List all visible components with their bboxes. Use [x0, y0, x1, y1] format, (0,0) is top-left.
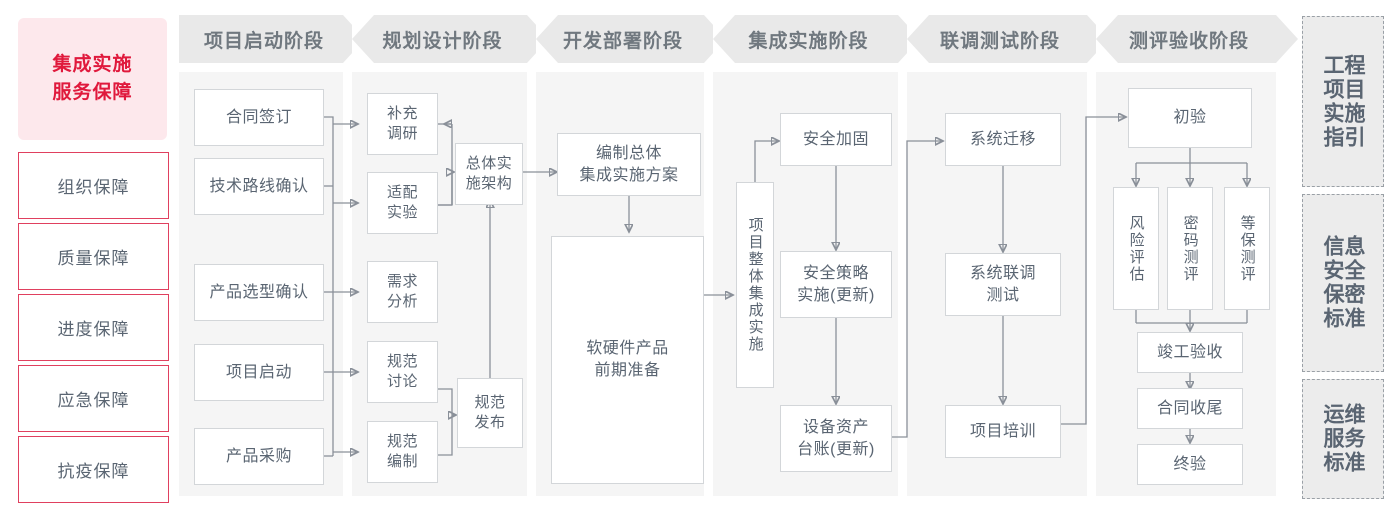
standard-col-left-2: 信安保标: [1321, 235, 1344, 331]
node-contract-signing[interactable]: 合同签订: [194, 89, 324, 146]
node-risk-assessment[interactable]: 风险评估: [1113, 187, 1159, 310]
node-spec-drafting[interactable]: 规范编制: [367, 421, 438, 483]
stage-header-4[interactable]: 集成实施阶段: [713, 15, 898, 63]
stage-header-5[interactable]: 联调测试阶段: [907, 15, 1087, 63]
node-spec-discussion[interactable]: 规范讨论: [367, 341, 438, 403]
guarantee-item-quality[interactable]: 质量保障: [18, 223, 169, 290]
lead-title-line-2: 服务保障: [52, 82, 133, 103]
node-draft-overall-integration-plan[interactable]: 编制总体集成实施方案: [557, 133, 701, 196]
guarantee-item-epidemic[interactable]: 抗疫保障: [18, 436, 169, 503]
stage-header-2-label: 规划设计阶段: [382, 30, 503, 52]
node-cryptography-evaluation[interactable]: 密码测评: [1167, 187, 1213, 310]
node-tech-route-confirm[interactable]: 技术路线确认: [194, 158, 324, 215]
stage-header-2[interactable]: 规划设计阶段: [352, 15, 527, 63]
node-mlps-evaluation[interactable]: 等保测评: [1224, 187, 1270, 310]
guarantee-item-emergency[interactable]: 应急保障: [18, 365, 169, 432]
standard-box-ops-service[interactable]: 维务准 运服标: [1302, 379, 1384, 499]
stage-header-5-label: 联调测试阶段: [939, 30, 1060, 52]
node-system-joint-debug-test[interactable]: 系统联调测试: [945, 253, 1061, 316]
standard-col-left-3: 运服标: [1321, 403, 1344, 475]
stage-header-6[interactable]: 测评验收阶段: [1096, 15, 1276, 63]
node-overall-implementation-architecture[interactable]: 总体实施架构: [455, 143, 523, 205]
node-security-hardening[interactable]: 安全加固: [780, 113, 892, 166]
node-overall-project-integration[interactable]: 项目整体集成实施: [736, 182, 774, 388]
standard-box-engineering-guideline[interactable]: 程目施引 工项实指: [1302, 16, 1384, 187]
guarantee-item-schedule[interactable]: 进度保障: [18, 294, 169, 361]
lead-title-line-1: 集成实施: [52, 54, 133, 76]
node-security-policy-implementation[interactable]: 安全策略实施(更新): [780, 251, 892, 318]
node-contract-closeout[interactable]: 合同收尾: [1137, 388, 1243, 429]
stage-header-1[interactable]: 项目启动阶段: [179, 15, 343, 63]
stage-header-3[interactable]: 开发部署阶段: [536, 15, 704, 63]
node-final-acceptance[interactable]: 终验: [1137, 444, 1243, 485]
stage-header-3-label: 开发部署阶段: [562, 30, 683, 52]
node-hardware-software-preparation[interactable]: 软硬件产品前期准备: [551, 236, 704, 484]
node-product-selection[interactable]: 产品选型确认: [194, 264, 324, 321]
standard-box-infosec-confidentiality[interactable]: 息全密准 信安保标: [1302, 194, 1384, 372]
standard-col-right-1: 程目施引: [1342, 53, 1365, 150]
lead-title-box: 集成实施 服务保障: [18, 18, 167, 140]
standard-col-right-3: 维务准: [1342, 403, 1365, 475]
node-project-training[interactable]: 项目培训: [945, 405, 1061, 458]
node-product-procurement[interactable]: 产品采购: [194, 428, 324, 485]
guarantee-item-organization[interactable]: 组织保障: [18, 152, 169, 219]
stage-header-6-label: 测评验收阶段: [1128, 30, 1249, 52]
node-requirement-analysis[interactable]: 需求分析: [367, 261, 438, 323]
node-equipment-asset-ledger[interactable]: 设备资产台账(更新): [780, 405, 892, 472]
node-project-kickoff[interactable]: 项目启动: [194, 344, 324, 401]
node-preliminary-acceptance[interactable]: 初验: [1128, 88, 1252, 148]
stage-header-1-label: 项目启动阶段: [203, 30, 324, 52]
node-adaptation-experiment[interactable]: 适配实验: [367, 172, 438, 234]
stage-header-4-label: 集成实施阶段: [748, 30, 869, 52]
node-completion-acceptance[interactable]: 竣工验收: [1137, 332, 1243, 373]
node-supplementary-research[interactable]: 补充调研: [367, 93, 438, 155]
node-system-migration[interactable]: 系统迁移: [945, 113, 1061, 166]
standard-col-right-2: 息全密准: [1342, 235, 1365, 331]
standard-col-left-1: 工项实指: [1321, 53, 1344, 150]
node-spec-release[interactable]: 规范发布: [457, 378, 523, 448]
